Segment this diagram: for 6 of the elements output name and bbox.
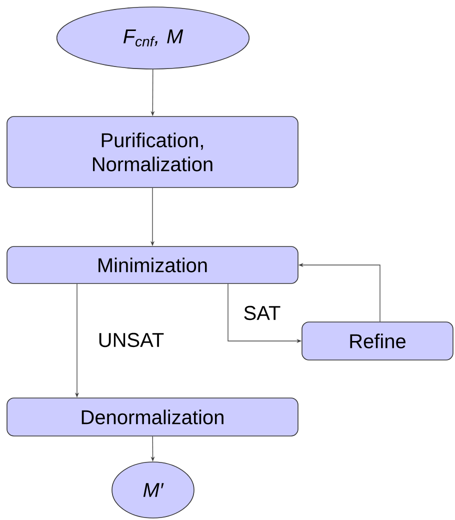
edge-label: SAT <box>242 304 282 322</box>
process-box: Purification, Normalization <box>6 116 298 188</box>
process-box: Denormalization <box>6 398 298 436</box>
process-box: Minimization <box>6 246 298 284</box>
process-box: Refine <box>302 322 454 360</box>
edge-label: UNSAT <box>96 332 166 348</box>
